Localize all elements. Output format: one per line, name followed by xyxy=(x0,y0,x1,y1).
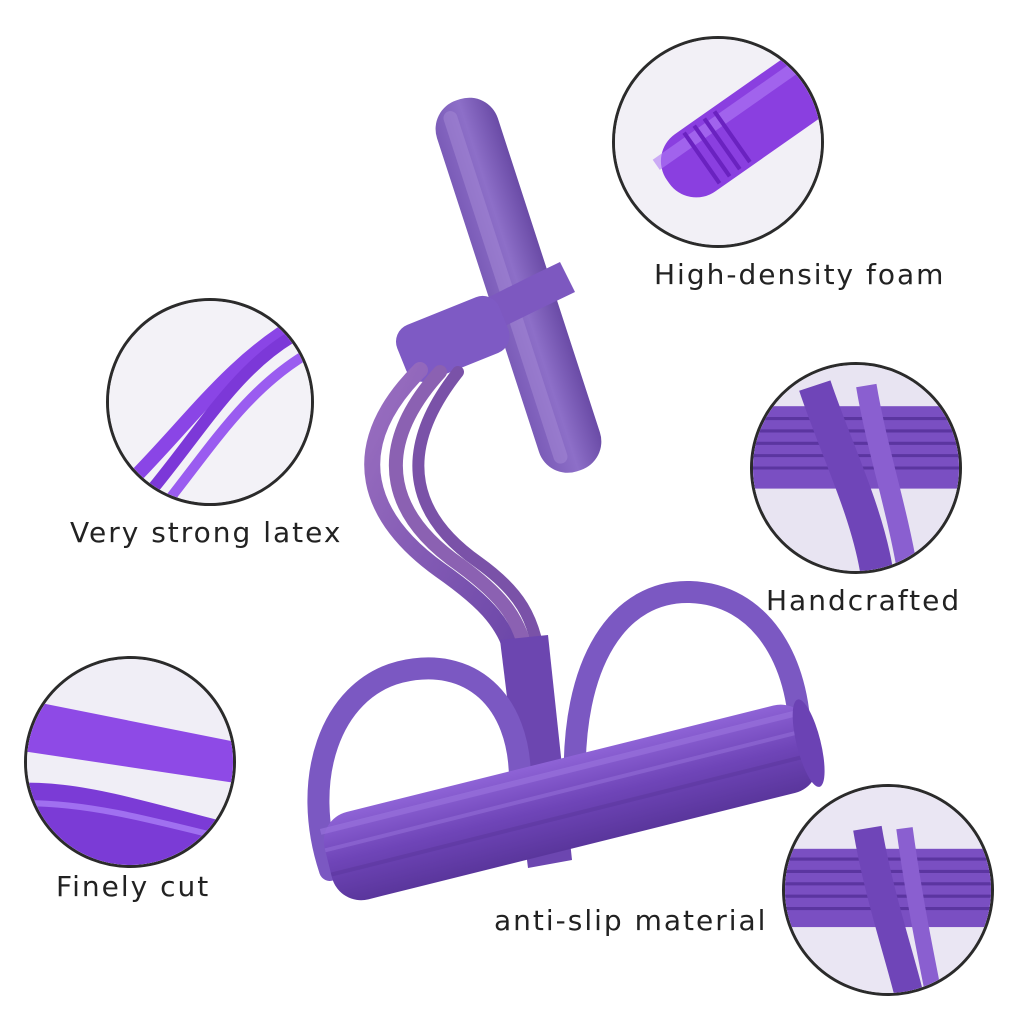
handcrafted-detail-image xyxy=(753,365,959,571)
foam-label: High-density foam xyxy=(654,258,946,291)
handcrafted-detail-circle xyxy=(750,362,962,574)
latex-label: Very strong latex xyxy=(70,516,343,549)
handcrafted-label: Handcrafted xyxy=(766,584,962,617)
latex-detail-circle xyxy=(106,298,314,506)
anti-slip-detail-image xyxy=(785,787,991,993)
finely-cut-detail-image xyxy=(27,659,233,865)
finely-cut-detail-circle xyxy=(24,656,236,868)
finely-cut-label: Finely cut xyxy=(56,870,211,903)
foam-detail-circle xyxy=(612,36,824,248)
anti-slip-detail-circle xyxy=(782,784,994,996)
foam-detail-image xyxy=(615,39,821,245)
anti-slip-label: anti-slip material xyxy=(494,904,768,937)
latex-detail-image xyxy=(109,301,311,503)
